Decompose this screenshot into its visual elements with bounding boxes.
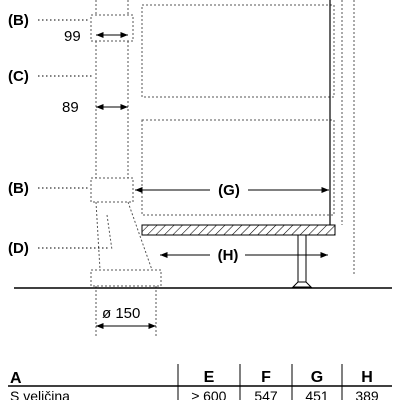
callout-b-top: (B)	[8, 12, 29, 29]
callout-d: (D)	[8, 240, 29, 257]
callout-b-mid: (B)	[8, 180, 29, 197]
table-cell-g: 451	[305, 388, 329, 400]
exhaust-duct	[90, 0, 162, 336]
table-header-a: A	[10, 370, 22, 387]
table-header-e: E	[204, 369, 215, 386]
dimension-diameter: ø 150	[102, 305, 140, 322]
dimension-mid-width: 89	[62, 99, 79, 116]
size-table: A E F G H S veličina ≥ 600 547 451 389	[8, 364, 392, 400]
support-shelf	[141, 224, 336, 236]
table-cell-h: 389	[355, 388, 379, 400]
table-cell-f: 547	[254, 388, 278, 400]
table-header-f: F	[261, 369, 271, 386]
table-header-g: G	[311, 369, 323, 386]
support-foot	[291, 281, 313, 288]
appliance-outline	[141, 0, 355, 275]
support-leg	[297, 234, 307, 284]
callout-g: (G)	[218, 182, 240, 199]
callout-h: (H)	[218, 247, 239, 264]
dimension-top-width: 99	[64, 28, 81, 45]
table-header-h: H	[361, 369, 373, 386]
callout-c: (C)	[8, 68, 29, 85]
dimension-arrows	[96, 31, 329, 330]
leader-lines	[38, 19, 110, 249]
table-cell-e: ≥ 600	[192, 388, 227, 400]
table-row-label: S veličina	[10, 388, 70, 400]
